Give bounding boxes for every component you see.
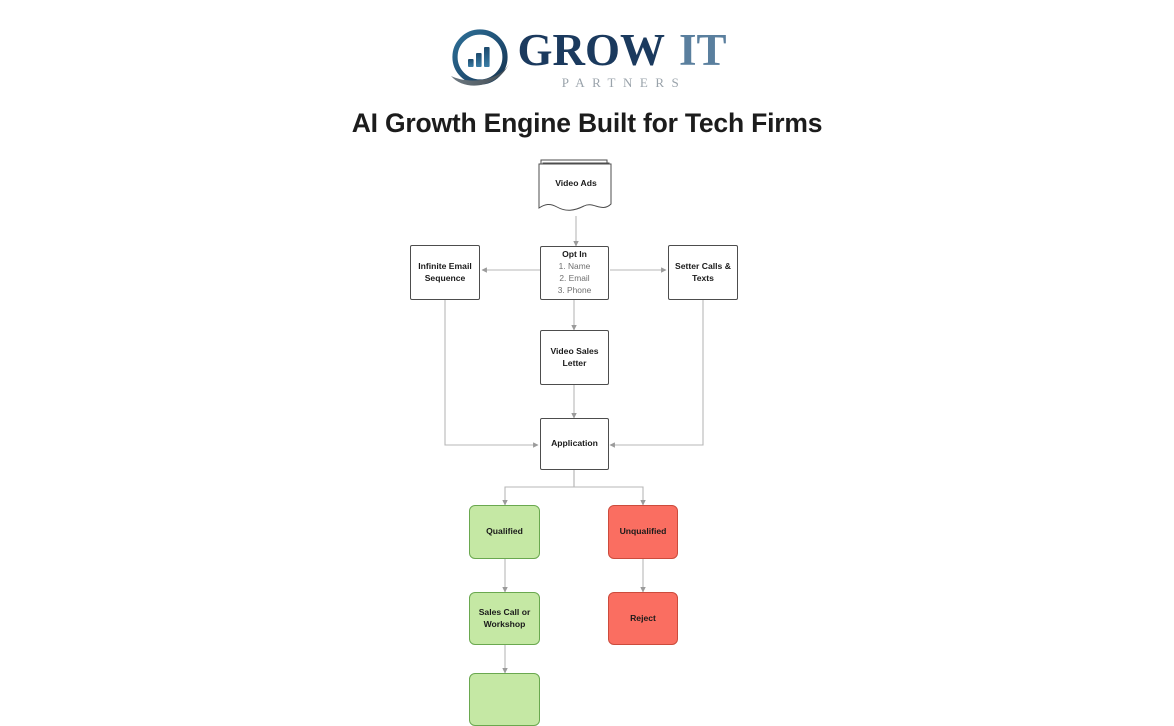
node-video-ads[interactable]: Video Ads xyxy=(537,156,615,218)
node-opt-in-item-2: 2. Email xyxy=(559,272,590,283)
node-unqualified-label: Unqualified xyxy=(619,526,667,537)
logo-word-grow: GROW xyxy=(517,24,665,75)
node-reject-label: Reject xyxy=(630,612,656,623)
node-setter-calls-texts[interactable]: Setter Calls & Texts xyxy=(668,245,738,300)
node-opt-in-label: Opt In xyxy=(562,249,587,260)
flowchart-diagram: Video Ads Opt In 1. Name 2. Email 3. Pho… xyxy=(0,140,1174,726)
bar-chart-circle-logo-icon xyxy=(447,26,513,92)
node-reject[interactable]: Reject xyxy=(608,592,678,645)
node-infinite-email-sequence-label: Infinite Email Sequence xyxy=(418,261,472,283)
node-video-sales-letter[interactable]: Video Sales Letter xyxy=(540,330,609,385)
node-qualified-label: Qualified xyxy=(486,526,523,537)
node-application[interactable]: Application xyxy=(540,418,609,470)
flowchart-connectors xyxy=(444,216,704,674)
node-video-ads-label: Video Ads xyxy=(555,178,597,188)
node-next-step[interactable] xyxy=(469,673,540,726)
logo-tagline: PARTNERS xyxy=(561,74,687,90)
page-title: AI Growth Engine Built for Tech Firms xyxy=(351,108,823,138)
node-video-sales-letter-label: Video Sales Letter xyxy=(550,346,599,368)
node-unqualified[interactable]: Unqualified xyxy=(608,505,678,559)
node-opt-in[interactable]: Opt In 1. Name 2. Email 3. Phone xyxy=(540,246,609,300)
node-opt-in-item-1: 1. Name xyxy=(558,260,591,271)
node-opt-in-item-3: 3. Phone xyxy=(557,284,592,295)
logo-word-it: IT xyxy=(678,24,727,75)
node-sales-call-or-workshop-label: Sales Call or Workshop xyxy=(478,607,531,629)
node-sales-call-or-workshop[interactable]: Sales Call or Workshop xyxy=(469,592,540,645)
node-setter-calls-texts-label: Setter Calls & Texts xyxy=(675,261,731,283)
node-application-label: Application xyxy=(551,438,598,449)
node-qualified[interactable]: Qualified xyxy=(469,505,540,559)
node-infinite-email-sequence[interactable]: Infinite Email Sequence xyxy=(410,245,480,300)
brand-logo: GROW IT PARTNERS xyxy=(0,0,1174,92)
